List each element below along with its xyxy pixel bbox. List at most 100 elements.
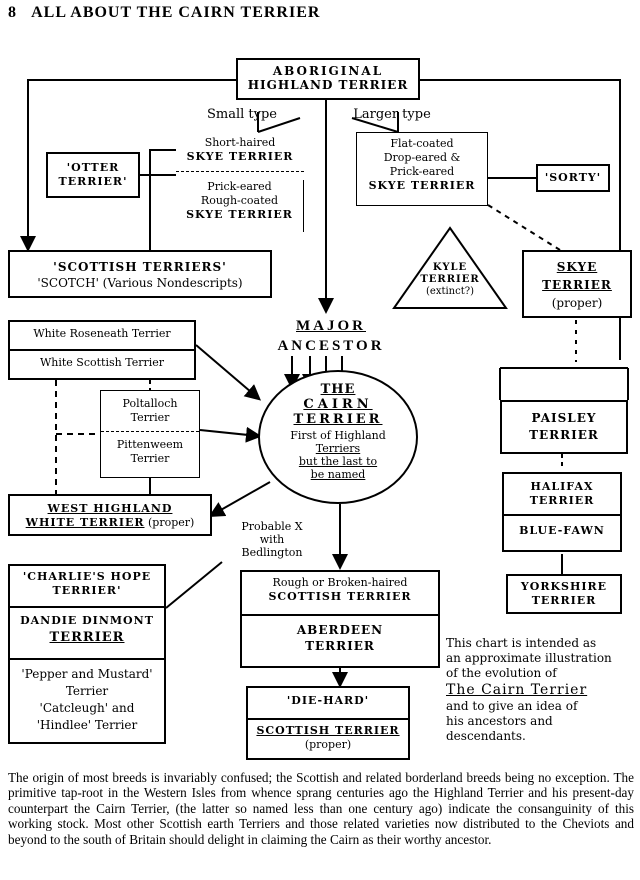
label-otter: 'OTTER xyxy=(66,161,120,174)
label-rough-coated: Rough-coated xyxy=(200,194,279,207)
label-aberdeen: ABERDEEN xyxy=(296,623,384,637)
node-west-highland-white-terrier: WEST HIGHLAND WHITE TERRIER (proper) xyxy=(8,494,212,536)
label-terrier: TERRIER xyxy=(531,594,597,607)
label-terrier: TERRIER' xyxy=(58,175,128,188)
node-kyle-terrier: KYLE TERRIER (extinct?) xyxy=(408,262,492,298)
label-proper: (proper) xyxy=(551,296,603,310)
label-white-roseneath: White Roseneath Terrier xyxy=(33,327,171,340)
label-extinct: (extinct?) xyxy=(426,286,474,297)
label-prick-eared: Prick-eared xyxy=(207,180,272,193)
node-white-roseneath-white-scottish: White Roseneath Terrier White Scottish T… xyxy=(8,320,196,380)
label-probable-x: Probable X xyxy=(241,520,303,533)
node-yorkshire-terrier: YORKSHIRE TERRIER xyxy=(506,574,622,614)
label-skye-terrier: SKYE TERRIER xyxy=(186,208,293,221)
label-halifax: HALIFAX xyxy=(530,480,594,493)
label-poltalloch: Poltalloch xyxy=(122,397,178,410)
label-terrier: Terrier xyxy=(130,411,170,424)
node-charlies-hope-dandie-pepper: 'CHARLIE'S HOPE TERRIER' DANDIE DINMONT … xyxy=(8,564,166,744)
page-title: ALL ABOUT THE CAIRN TERRIER xyxy=(31,4,321,21)
divider xyxy=(500,400,628,402)
label-terrier: TERRIER xyxy=(305,639,375,653)
node-halifax-blue-fawn: HALIFAX TERRIER BLUE-FAWN xyxy=(502,472,622,552)
page-header: 8 ALL ABOUT THE CAIRN TERRIER xyxy=(8,4,320,22)
node-major-ancestor: MAJOR ANCESTOR xyxy=(248,316,414,356)
chart-note: This chart is intended as an approximate… xyxy=(446,636,636,744)
label-scotch: 'SCOTCH' (Various Nondescripts) xyxy=(37,276,243,290)
node-scottish-terriers: 'SCOTTISH TERRIERS' 'SCOTCH' (Various No… xyxy=(8,250,272,298)
label-terrier: TERRIER xyxy=(420,274,480,285)
label-catcleugh: 'Catcleugh' and xyxy=(39,701,135,715)
label-cairn: CAIRN xyxy=(303,397,373,412)
note-line: This chart is intended as xyxy=(446,636,597,650)
node-sorty: 'SORTY' xyxy=(536,164,610,192)
note-line: of the evolution of xyxy=(446,666,557,680)
node-prick-eared-skye: Prick-eared Rough-coated SKYE TERRIER xyxy=(176,180,304,232)
label-skye-terrier: SKYE TERRIER xyxy=(186,150,294,163)
label-terrier: TERRIER' xyxy=(52,584,122,597)
label-the: THE xyxy=(320,382,356,397)
label-pepper-and-mustard: 'Pepper and Mustard' xyxy=(21,667,153,681)
label-terriers: Terriers xyxy=(315,442,361,455)
node-cairn-terrier: THE CAIRN TERRIER First of Highland Terr… xyxy=(258,370,418,504)
label-kyle: KYLE xyxy=(432,262,468,273)
label-with: with xyxy=(259,533,285,546)
node-aboriginal-highland-terrier: ABORIGINAL HIGHLAND TERRIER xyxy=(236,58,420,100)
label-white-terrier: WHITE TERRIER xyxy=(25,516,145,529)
label-terrier: Terrier xyxy=(65,684,109,698)
label-skye: SKYE xyxy=(556,260,598,274)
node-die-hard-scottish-proper: 'DIE-HARD' SCOTTISH TERRIER (proper) xyxy=(246,686,410,760)
label-terrier: TERRIER xyxy=(293,412,383,427)
label-skye-terrier: SKYE TERRIER xyxy=(368,179,476,192)
label-white-scottish: White Scottish Terrier xyxy=(10,349,194,380)
note-line: his ancestors and xyxy=(446,714,553,728)
label-pittenweem: Pittenweem xyxy=(116,438,184,451)
label-prick-eared: Prick-eared xyxy=(389,165,455,178)
label-terrier: TERRIER xyxy=(542,278,612,292)
node-skye-terrier-proper: SKYE TERRIER (proper) xyxy=(522,250,632,318)
label-bedlington: Bedlington xyxy=(241,546,303,559)
small-type-label: Small type xyxy=(206,107,277,122)
node-otter-terrier: 'OTTER TERRIER' xyxy=(46,152,140,198)
label-west-highland: WEST HIGHLAND xyxy=(47,502,173,515)
label-highland-terrier: HIGHLAND TERRIER xyxy=(247,78,409,92)
label-first-of-highland: First of Highland xyxy=(290,429,386,442)
label-sorty: 'SORTY' xyxy=(544,171,602,184)
node-flat-coated-skye: Flat-coated Drop-eared & Prick-eared SKY… xyxy=(356,132,488,206)
node-rough-scottish-aberdeen: Rough or Broken-haired SCOTTISH TERRIER … xyxy=(240,570,440,668)
note-line: an approximate illustration xyxy=(446,651,612,665)
node-short-haired-skye: Short-haired SKYE TERRIER xyxy=(176,136,304,172)
label-terrier: Terrier xyxy=(130,452,170,465)
label-drop-eared: Drop-eared & xyxy=(383,151,461,164)
label-proper: (proper) xyxy=(304,738,352,751)
label-charlies-hope: 'CHARLIE'S HOPE xyxy=(22,570,152,583)
label-paisley: PAISLEY xyxy=(531,411,597,425)
label-die-hard: 'DIE-HARD' xyxy=(286,694,370,707)
label-major: MAJOR xyxy=(296,318,366,334)
label-be-named: be named xyxy=(310,468,366,481)
label-terrier: TERRIER xyxy=(529,494,595,507)
label-scottish-terrier: SCOTTISH TERRIER xyxy=(256,724,400,737)
label-terrier: TERRIER xyxy=(529,428,599,442)
label-scottish-terriers: 'SCOTTISH TERRIERS' xyxy=(53,260,227,274)
node-poltalloch-pittenweem: Poltalloch Terrier Pittenweem Terrier xyxy=(100,390,200,478)
label-scottish-terrier: SCOTTISH TERRIER xyxy=(268,590,412,603)
label-proper: (proper) xyxy=(148,516,195,529)
label-yorkshire: YORKSHIRE xyxy=(520,580,608,593)
larger-type-label: Larger type xyxy=(353,107,431,122)
label-short-haired: Short-haired xyxy=(204,136,276,149)
label-flat-coated: Flat-coated xyxy=(390,137,454,150)
label-hindlee: 'Hindlee' Terrier xyxy=(36,718,138,732)
note-line: descendants. xyxy=(446,729,526,743)
label-dandie-dinmont: DANDIE DINMONT xyxy=(20,614,154,627)
page-number: 8 xyxy=(8,4,17,21)
note-line: and to give an idea of xyxy=(446,699,578,713)
label-rough-broken-haired: Rough or Broken-haired xyxy=(272,576,408,589)
note-line-title: The Cairn Terrier xyxy=(446,682,588,698)
node-probable-x-bedlington: Probable X with Bedlington xyxy=(222,520,322,559)
node-paisley-terrier: PAISLEY TERRIER xyxy=(500,400,628,454)
label-ancestor: ANCESTOR xyxy=(277,338,385,354)
body-paragraph: The origin of most breeds is invariably … xyxy=(8,770,634,847)
node-kyle-terrier-triangle xyxy=(392,226,508,309)
label-but-the-last: but the last to xyxy=(298,455,378,468)
label-aboriginal: ABORIGINAL xyxy=(272,64,384,78)
